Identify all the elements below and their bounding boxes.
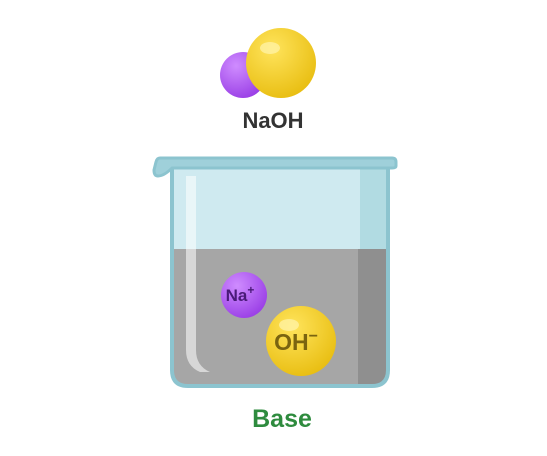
hydroxide-ion-symbol: OH — [274, 329, 309, 355]
naoh-molecule — [220, 28, 316, 98]
beaker-outline — [170, 164, 390, 388]
sodium-ion: Na+ — [221, 272, 267, 318]
hydroxide-ion-highlight — [279, 319, 299, 331]
sodium-ion-label: Na+ — [226, 283, 255, 305]
hydroxide-ion-charge: − — [309, 328, 318, 345]
caption-label: Base — [252, 405, 312, 433]
hydroxide-atom — [246, 28, 316, 98]
glass-side-shade — [360, 168, 388, 249]
molecule-formula-label: NaOH — [242, 108, 303, 133]
hydroxide-ion: OH− — [266, 306, 336, 376]
sodium-ion-symbol: Na — [226, 286, 248, 305]
glass-reflection — [186, 176, 210, 372]
sodium-ion-sphere — [221, 272, 267, 318]
hydroxide-atom-highlight — [260, 42, 280, 54]
beaker-liquid-shadow — [358, 249, 388, 386]
beaker-rim — [152, 156, 398, 178]
hydroxide-ion-label: OH− — [274, 328, 318, 355]
sodium-ion-charge: + — [247, 283, 254, 297]
